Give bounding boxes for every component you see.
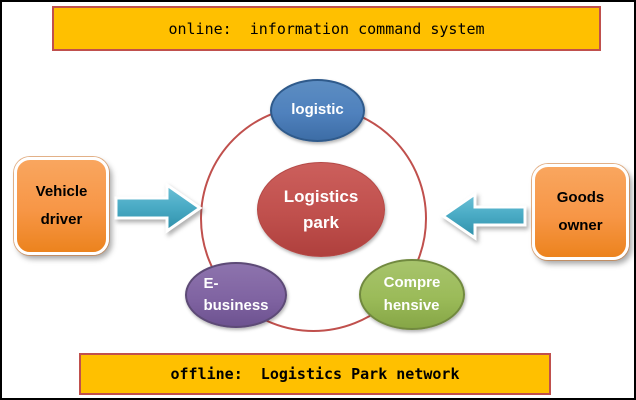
left-arrow-icon — [440, 191, 527, 241]
node-logistics-park-label: Logistics park — [283, 187, 359, 232]
node-logistic-label: logistic — [291, 101, 344, 119]
bottom-banner-label: offline: Logistics Park network — [170, 365, 460, 383]
node-comprehensive: Compre hensive — [359, 259, 465, 330]
top-banner-label: online: information command system — [168, 19, 485, 38]
node-comprehensive-label: Compre hensive — [383, 274, 441, 314]
top-banner: online: information command system — [52, 6, 601, 51]
bottom-banner: offline: Logistics Park network — [79, 353, 551, 395]
goods-owner-box: Goods owner — [532, 164, 629, 260]
node-logistic: logistic — [270, 79, 365, 142]
node-e-business-label: E- business — [203, 274, 269, 315]
right-arrow-icon — [114, 182, 203, 234]
goods-owner-label: Goods owner — [556, 188, 605, 235]
node-e-business: E- business — [185, 262, 287, 328]
vehicle-driver-box: Vehicle driver — [14, 157, 109, 255]
node-logistics-park: Logistics park — [257, 162, 385, 257]
vehicle-driver-label: Vehicle driver — [35, 182, 88, 229]
